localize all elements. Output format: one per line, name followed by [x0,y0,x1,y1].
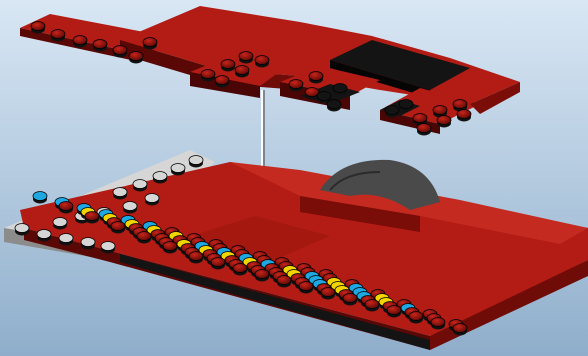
black-stud [327,100,341,112]
gray-stud [37,230,51,242]
gray-stud [59,234,73,246]
gray-stud [171,164,185,176]
gray-stud [189,156,203,168]
red-stud [51,30,65,42]
gray-stud [113,188,127,200]
gray-stud [145,194,159,206]
gray-stud [15,224,29,236]
red-stud [255,56,269,68]
gray-stud [153,172,167,184]
red-stud [309,72,323,84]
red-stud [201,70,215,82]
red-stud [437,116,451,128]
black-stud [385,106,399,118]
red-stud [111,222,125,234]
red-stud [343,294,357,306]
red-stud [235,66,249,78]
black-stud [399,100,413,112]
red-stud [113,46,127,58]
gray-stud [123,202,137,214]
red-stud [417,124,431,136]
red-stud [387,306,401,318]
gray-stud [81,238,95,250]
red-stud [215,76,229,88]
red-stud [457,110,471,122]
red-stud [365,300,379,312]
gray-stud [53,218,67,230]
black-stud [333,84,347,96]
gray-stud [101,242,115,254]
red-stud [277,276,291,288]
red-stud [73,36,87,48]
red-stud [137,232,151,244]
red-stud [431,318,445,330]
red-stud [289,80,303,92]
red-stud [93,40,107,52]
red-stud [321,288,335,300]
red-stud [211,258,225,270]
red-stud [299,282,313,294]
red-stud [143,38,157,50]
red-stud [189,252,203,264]
blue-stud [33,192,47,204]
red-stud [85,212,99,224]
red-stud [453,324,467,336]
gray-stud [133,180,147,192]
red-stud [255,270,269,282]
red-stud [239,52,253,64]
red-stud [305,88,319,100]
red-stud [409,312,423,324]
red-stud [221,60,235,72]
red-stud [59,202,73,214]
red-stud [129,52,143,64]
red-stud [31,22,45,34]
red-stud [163,242,177,254]
red-stud [233,264,247,276]
